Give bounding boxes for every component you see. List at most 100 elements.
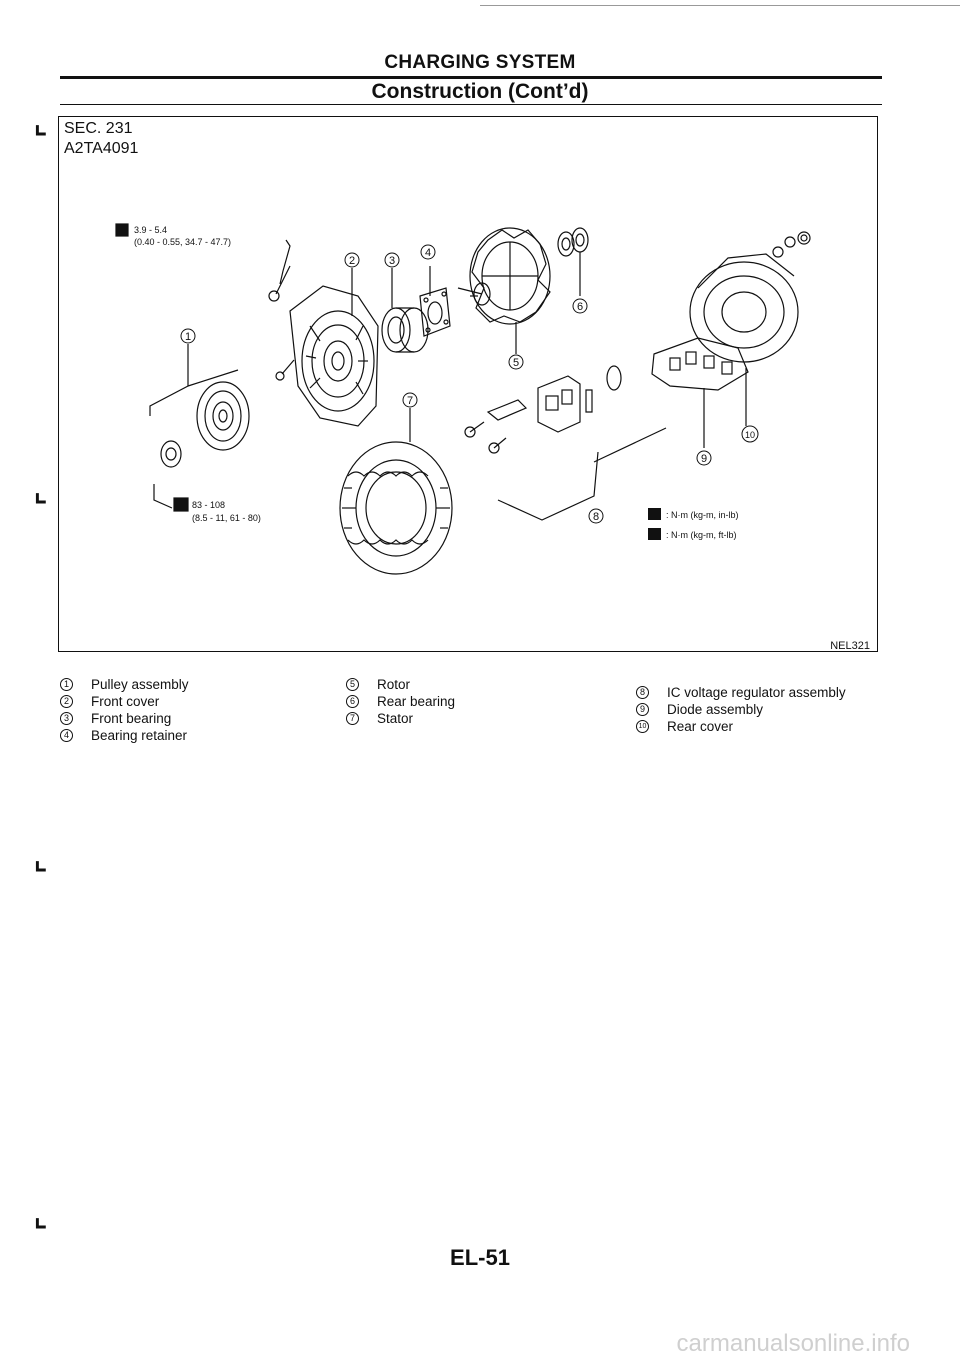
legend-item: 7 Stator bbox=[346, 710, 455, 727]
legend-text: IC voltage regulator assembly bbox=[667, 685, 846, 700]
margin-mark-icon: ⌞ bbox=[34, 108, 48, 139]
svg-text:5: 5 bbox=[513, 357, 519, 369]
header-rule-thin bbox=[60, 104, 882, 105]
figure-code: NEL321 bbox=[830, 640, 870, 652]
watermark: carmanualsonline.info bbox=[676, 1330, 910, 1357]
callout-5: 5 bbox=[508, 354, 524, 370]
legend-text: Rotor bbox=[377, 677, 411, 692]
ic-voltage-regulator bbox=[464, 365, 622, 454]
rear-cover bbox=[689, 231, 811, 363]
screw bbox=[275, 359, 295, 381]
page-subtitle: Construction (Cont’d) bbox=[371, 80, 589, 103]
callout-8: 8 bbox=[588, 508, 604, 524]
svg-text:10: 10 bbox=[745, 430, 755, 440]
figure-section-label: SEC. 231 A2TA4091 bbox=[64, 119, 138, 159]
callout-markers: 1 2 3 4 5 6 7 8 9 10 bbox=[180, 244, 759, 524]
legend-text: Bearing retainer bbox=[91, 728, 188, 743]
part-code: A2TA4091 bbox=[64, 140, 139, 157]
legend-item: 1 Pulley assembly bbox=[60, 676, 189, 693]
front-cover bbox=[289, 285, 379, 427]
callout-2: 2 bbox=[344, 252, 360, 268]
legend-number: 9 bbox=[636, 703, 649, 716]
legend-item: 9 Diode assembly bbox=[636, 701, 846, 718]
leader-line bbox=[149, 344, 189, 416]
legend-item: 2 Front cover bbox=[60, 693, 189, 710]
top-edge-rule bbox=[480, 5, 960, 6]
legend-text: Diode assembly bbox=[667, 702, 764, 717]
callout-7: 7 bbox=[402, 392, 418, 408]
svg-text:3: 3 bbox=[389, 255, 395, 267]
margin-mark-icon: ⌞ bbox=[34, 844, 48, 875]
legend-number: 1 bbox=[60, 678, 73, 691]
legend-item: 6 Rear bearing bbox=[346, 693, 455, 710]
legend-number: 8 bbox=[636, 686, 649, 699]
margin-mark-icon: ⌞ bbox=[34, 1201, 48, 1232]
bearing-retainer bbox=[419, 287, 451, 337]
leader-line bbox=[593, 427, 667, 463]
parts-legend-column-1: 1 Pulley assembly 2 Front cover 3 Front bea… bbox=[60, 676, 189, 744]
header-rule-thick bbox=[60, 76, 882, 79]
torque-wrench-icon bbox=[173, 497, 189, 512]
legend-item: 3 Front bearing bbox=[60, 710, 189, 727]
leader-line bbox=[153, 484, 173, 509]
torque-key-in-lb: : N·m (kg-m, in-lb) bbox=[666, 510, 739, 520]
front-bearing bbox=[381, 307, 429, 353]
pulley-assembly bbox=[160, 381, 250, 468]
svg-text:1: 1 bbox=[185, 331, 191, 343]
legend-text: Rear cover bbox=[667, 719, 734, 734]
legend-text: Front bearing bbox=[91, 711, 172, 726]
stator bbox=[339, 441, 453, 575]
figure-frame bbox=[58, 116, 878, 652]
legend-number: 4 bbox=[60, 729, 73, 742]
leader-line bbox=[187, 369, 239, 387]
callout-1: 1 bbox=[180, 328, 196, 344]
svg-text:8: 8 bbox=[593, 511, 599, 523]
legend-text: Pulley assembly bbox=[91, 677, 189, 692]
leader-line bbox=[497, 451, 599, 521]
legend-number: 5 bbox=[346, 678, 359, 691]
torque-wrench-icon bbox=[648, 528, 661, 540]
legend-text: Rear bearing bbox=[377, 694, 456, 709]
legend-text: Stator bbox=[377, 711, 414, 726]
legend-text: Front cover bbox=[91, 694, 160, 709]
alternator-exploded-diagram: 3.9 - 5.4 (0.40 - 0.55, 34.7 - 47.7) bbox=[115, 223, 811, 575]
page-title: CHARGING SYSTEM bbox=[384, 52, 576, 73]
page-number: EL-51 bbox=[450, 1245, 510, 1270]
legend-item: 10 Rear cover bbox=[636, 718, 846, 735]
callout-10: 10 bbox=[741, 425, 759, 443]
torque-wrench-icon bbox=[648, 508, 661, 520]
legend-item: 5 Rotor bbox=[346, 676, 455, 693]
legend-number: 7 bbox=[346, 712, 359, 725]
callout-3: 3 bbox=[384, 252, 400, 268]
svg-text:4: 4 bbox=[425, 247, 431, 259]
callout-4: 4 bbox=[420, 244, 436, 260]
svg-text:6: 6 bbox=[577, 301, 583, 313]
legend-number: 10 bbox=[636, 720, 649, 733]
torque-small-alt: (0.40 - 0.55, 34.7 - 47.7) bbox=[134, 237, 231, 247]
torque-unit-key: : N·m (kg-m, in-lb) : N·m (kg-m, ft-lb) bbox=[648, 508, 739, 540]
section-number: SEC. 231 bbox=[64, 120, 133, 137]
margin-mark-icon: ⌞ bbox=[34, 476, 48, 507]
parts-legend-column-2: 5 Rotor 6 Rear bearing 7 Stator bbox=[346, 676, 455, 727]
legend-number: 3 bbox=[60, 712, 73, 725]
legend-number: 2 bbox=[60, 695, 73, 708]
diode-assembly bbox=[651, 337, 749, 391]
rotor bbox=[457, 227, 551, 325]
legend-number: 6 bbox=[346, 695, 359, 708]
callout-9: 9 bbox=[696, 450, 712, 466]
legend-item: 4 Bearing retainer bbox=[60, 727, 189, 744]
leader-line bbox=[279, 239, 291, 285]
svg-text:7: 7 bbox=[407, 395, 413, 407]
torque-large-alt: (8.5 - 11, 61 - 80) bbox=[192, 513, 261, 523]
torque-small-value: 3.9 - 5.4 bbox=[134, 225, 167, 235]
legend-item: 8 IC voltage regulator assembly bbox=[636, 684, 846, 701]
svg-text:9: 9 bbox=[701, 453, 707, 465]
through-bolt bbox=[268, 265, 291, 302]
rear-bearing bbox=[557, 227, 589, 257]
callout-6: 6 bbox=[572, 298, 588, 314]
parts-legend-column-3: 8 IC voltage regulator assembly 9 Diode as… bbox=[636, 684, 846, 735]
torque-large-value: 83 - 108 bbox=[192, 500, 225, 510]
torque-key-ft-lb: : N·m (kg-m, ft-lb) bbox=[666, 530, 737, 540]
svg-text:2: 2 bbox=[349, 255, 355, 267]
torque-wrench-icon bbox=[115, 223, 129, 237]
